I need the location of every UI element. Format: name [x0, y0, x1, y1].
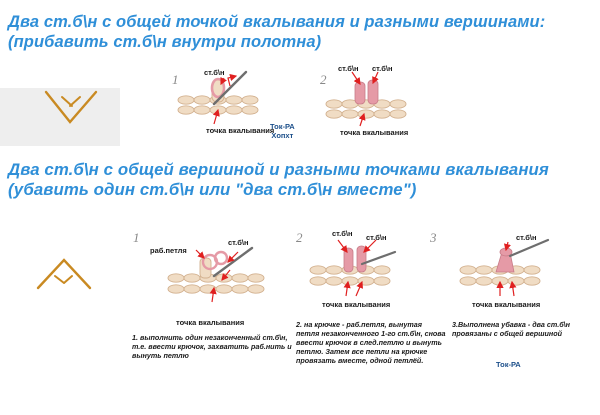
s2-fig1-label-left: раб.петля: [150, 246, 187, 255]
s2-fig1-step: 1: [133, 230, 140, 245]
s2-fig3-arrows: [496, 241, 517, 297]
s1-fig1-label-top: ст.б\н: [204, 68, 225, 77]
s2-fig3-stitch: [495, 247, 515, 273]
s2-fig3-caption: 3.Выполнена убавка - два ст.б\н провязан…: [452, 320, 571, 338]
section1-title: Два ст.б\н с общей точкой вкалывания и р…: [8, 13, 546, 51]
s1-fig2-label-top-a: ст.б\н: [338, 64, 359, 73]
s1-fig2-arrows: [351, 71, 379, 127]
s1-fig2-step: 2: [320, 72, 327, 87]
s2-fig1-loops: [201, 250, 229, 271]
s2-fig2-label-bottom: точка вкалывания: [322, 300, 391, 309]
s2-fig1-label-bottom: точка вкалывания: [176, 318, 245, 327]
s2-fig1-caption: 1. выполнить один незаконченный ст.б\н, …: [132, 333, 292, 360]
section2-title: Два ст.б\н с общей вершиной и разными то…: [8, 160, 549, 199]
s1-fig2-fabric: [325, 99, 407, 119]
s1-fig2-label-bottom: точка вкалывания: [340, 128, 409, 137]
crochet-hook-icon: [508, 238, 550, 258]
s1-fig1-step: 1: [172, 72, 179, 87]
crochet-hook-icon: [360, 250, 397, 266]
decrease-symbol-icon: [36, 258, 92, 290]
s2-fig2-step: 2: [296, 230, 303, 245]
s2-fig3-step: 3: [430, 230, 437, 245]
s1-fig1-label-bottom: точка вкалывания: [206, 126, 275, 135]
s2-fig2-label-top-a: ст.б\н: [332, 229, 353, 238]
s1-fig2-stitches: [354, 79, 379, 105]
s1-author: Ток-РА Хопхт: [270, 122, 295, 140]
s2-fig1-arrows: [195, 249, 239, 303]
s2-fig3-label-top: ст.б\н: [516, 233, 537, 242]
s2-fig2-arrows: [337, 239, 377, 297]
s1-fig1-loops: [210, 77, 226, 99]
crochet-hook-icon: [212, 70, 248, 106]
s2-author: Ток-РА: [496, 360, 521, 369]
s1-fig2-label-top-b: ст.б\н: [372, 64, 393, 73]
s2-fig2-caption: 2. на крючке - раб.петля, вынутая петля …: [296, 320, 446, 365]
increase-symbol-icon: [44, 90, 98, 124]
s2-fig3-label-bottom: точка вкалывания: [472, 300, 541, 309]
s2-fig1-label-top: ст.б\н: [228, 238, 249, 247]
shadow-band: [0, 88, 120, 146]
s2-fig2-label-top-b: ст.б\н: [366, 233, 387, 242]
s1-fig1-arrows: [212, 73, 238, 125]
